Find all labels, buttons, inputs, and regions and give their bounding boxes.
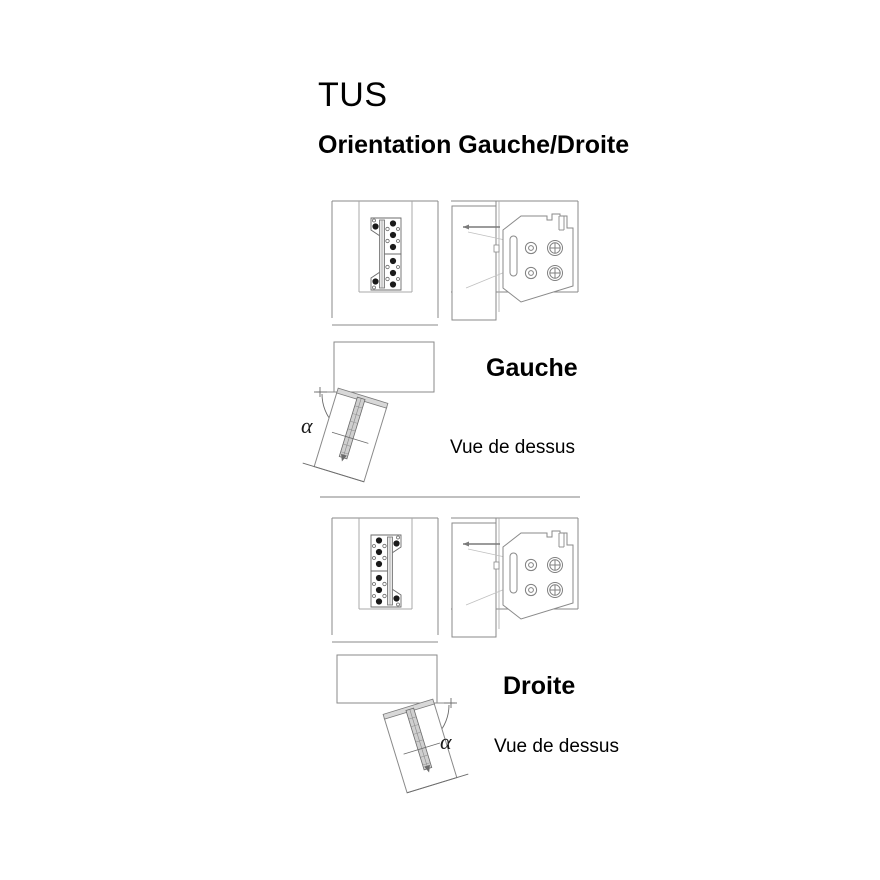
pivot-mark-gauche (314, 387, 327, 397)
cabinet-body-top-droite (336, 654, 438, 704)
pivot-mark-droite (444, 698, 457, 708)
door-swing-top-view-droite: α (336, 654, 469, 794)
label-gauche: Gauche (486, 354, 578, 382)
caption-gauche-vue-de-dessus: Vue de dessus (450, 437, 575, 458)
door-leaf-side-droite (451, 522, 497, 638)
opened-door-panel-droite (382, 698, 469, 794)
gauche-side-view-group (451, 200, 579, 321)
angle-symbol-alpha-gauche: α (301, 413, 313, 438)
gauche-front-view-group (331, 200, 439, 326)
droite-side-view-group (451, 517, 579, 638)
cabinet-frame-front-droite (331, 517, 439, 643)
angle-symbol-alpha-droite: α (440, 729, 452, 754)
cabinet-frame-front-gauche (331, 200, 439, 326)
cabinet-body-top-gauche (333, 341, 435, 393)
page-subtitle: Orientation Gauche/Droite (318, 131, 630, 159)
hinge-plate-front-droite (370, 534, 402, 608)
page-title: TUS (318, 76, 388, 114)
label-droite: Droite (503, 672, 576, 700)
opened-door-panel-gauche (302, 387, 389, 483)
hinge-bracket-side-gauche (503, 214, 573, 302)
droite-front-view-group (331, 517, 439, 643)
hinge-bracket-side-droite (503, 531, 573, 619)
door-swing-top-view-gauche: α (301, 341, 435, 483)
door-leaf-side-gauche (451, 205, 497, 321)
caption-droite-vue-de-dessus: Vue de dessus (494, 736, 619, 757)
hinge-plate-front-gauche (370, 217, 402, 291)
